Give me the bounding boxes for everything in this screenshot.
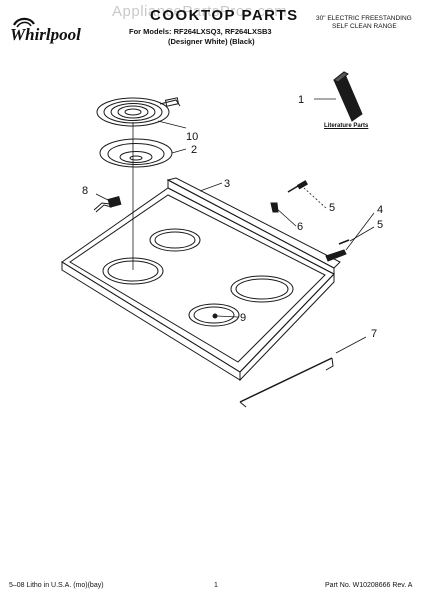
- terminal-block: [93, 195, 122, 213]
- watermark-text: AppliancePartsPros.com: [112, 3, 288, 20]
- callout-5-lower: 5: [377, 219, 383, 231]
- model-variants: (Designer White) (Black): [168, 37, 255, 46]
- surface-element-coil: [96, 97, 181, 127]
- model-numbers: For Models: RF264LXSQ3, RF264LXSB3: [129, 27, 272, 36]
- screw-lower: [338, 239, 350, 245]
- product-line-2: SELF CLEAN RANGE: [332, 23, 397, 30]
- callout-1: 1: [298, 94, 304, 106]
- product-line-1: 30" ELECTRIC FREESTANDING: [316, 15, 412, 22]
- rod: [239, 357, 334, 408]
- callout-2: 2: [191, 144, 197, 156]
- callout-10: 10: [186, 131, 198, 143]
- leader-lines: [95, 98, 375, 354]
- whirlpool-logo: Whirlpool: [10, 17, 81, 44]
- literature-booklet: [333, 71, 363, 122]
- brand-wordmark: Whirlpool: [10, 25, 81, 44]
- callout-9: 9: [240, 312, 246, 324]
- fastener: [212, 313, 218, 319]
- clip: [270, 202, 279, 213]
- drip-bowl: [99, 138, 173, 168]
- callout-7: 7: [371, 328, 377, 340]
- footer-print-info: 5–08 Litho in U.S.A. (mo)(bay): [9, 582, 104, 589]
- callout-8: 8: [82, 185, 88, 197]
- literature-parts-label: Literature Parts: [324, 123, 369, 129]
- footer-page-number: 1: [214, 582, 218, 589]
- page-title: COOKTOP PARTS: [150, 7, 299, 24]
- bracket: [325, 249, 347, 262]
- callout-6: 6: [297, 221, 303, 233]
- callout-3: 3: [224, 178, 230, 190]
- footer-part-number: Part No. W10208666 Rev. A: [325, 582, 413, 589]
- callout-4: 4: [377, 204, 383, 216]
- callout-5-upper: 5: [329, 202, 335, 214]
- screw-upper: [287, 180, 309, 193]
- cooktop-panel: [61, 177, 341, 382]
